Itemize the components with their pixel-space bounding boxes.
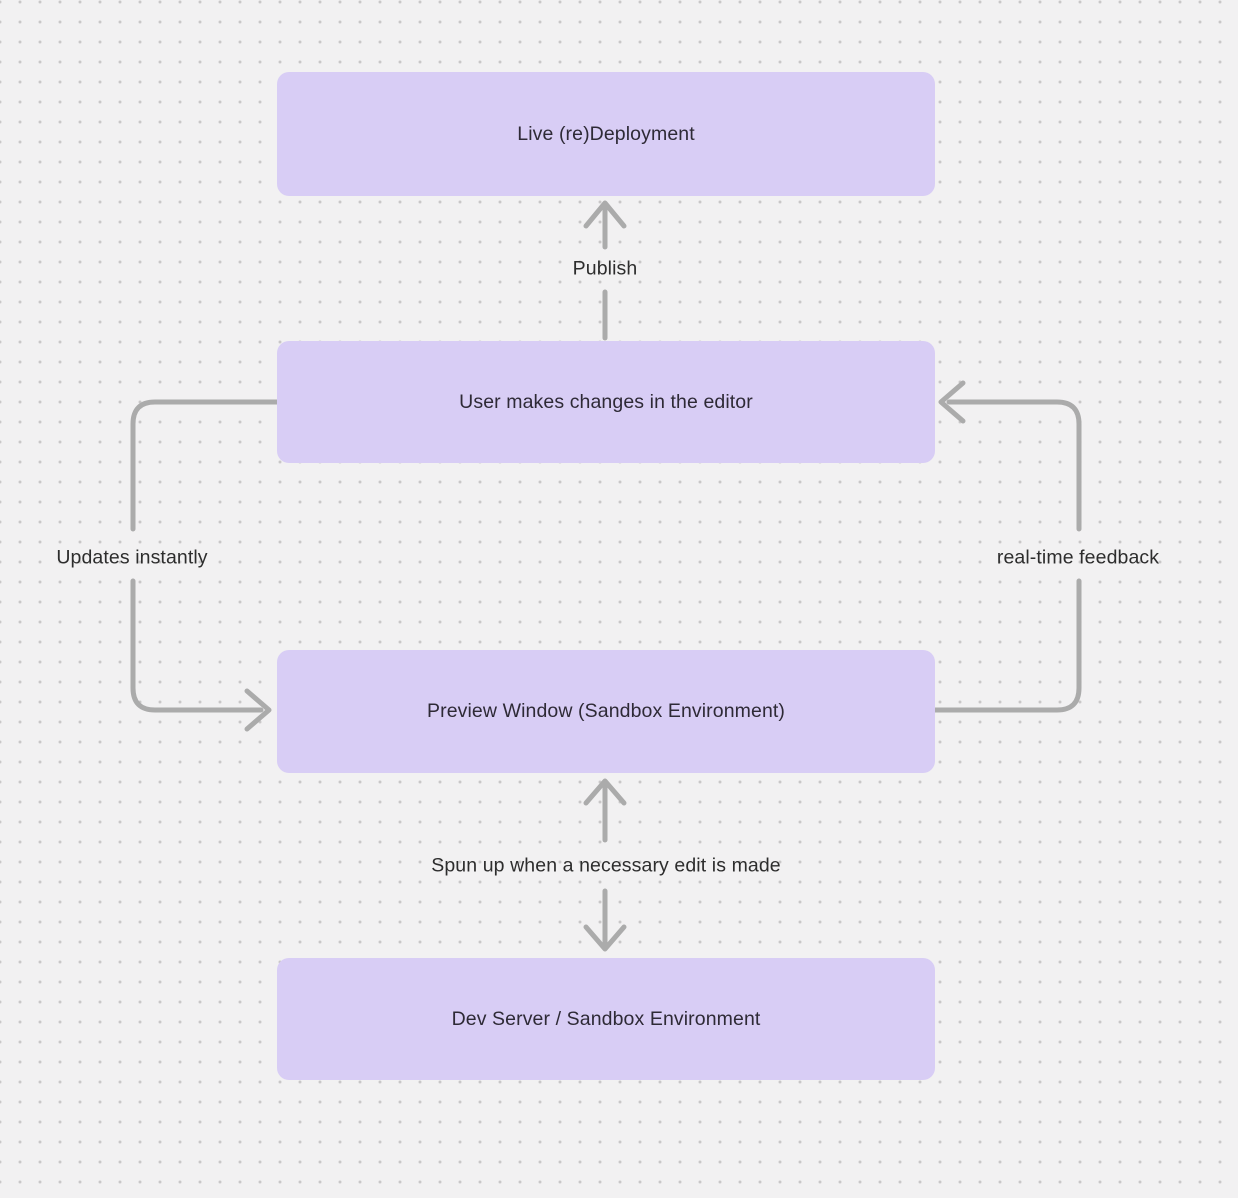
edge-label-updates-instantly[interactable]: Updates instantly: [56, 546, 208, 569]
node-label: Dev Server / Sandbox Environment: [451, 1007, 761, 1030]
node-user-editor[interactable]: User makes changes in the editor: [277, 341, 935, 463]
node-live-redeployment[interactable]: Live (re)Deployment: [277, 72, 935, 196]
node-label: Live (re)Deployment: [517, 122, 695, 145]
node-label: User makes changes in the editor: [459, 390, 753, 413]
node-dev-server[interactable]: Dev Server / Sandbox Environment: [277, 958, 935, 1080]
arrowhead-up-icon: [583, 778, 627, 806]
node-label: Preview Window (Sandbox Environment): [427, 700, 785, 722]
edge-label-real-time-feedback[interactable]: real-time feedback: [996, 546, 1160, 569]
arrowhead-down-icon: [583, 924, 627, 952]
arrowhead-up-icon: [583, 200, 627, 229]
edge-label-spun-up[interactable]: Spun up when a necessary edit is made: [431, 854, 781, 877]
node-preview-window[interactable]: Preview Window (Sandbox Environment): [277, 650, 935, 773]
edge-label-publish[interactable]: Publish: [572, 257, 638, 280]
arrowhead-left-icon: [938, 380, 966, 424]
arrowhead-right-icon: [244, 688, 272, 732]
